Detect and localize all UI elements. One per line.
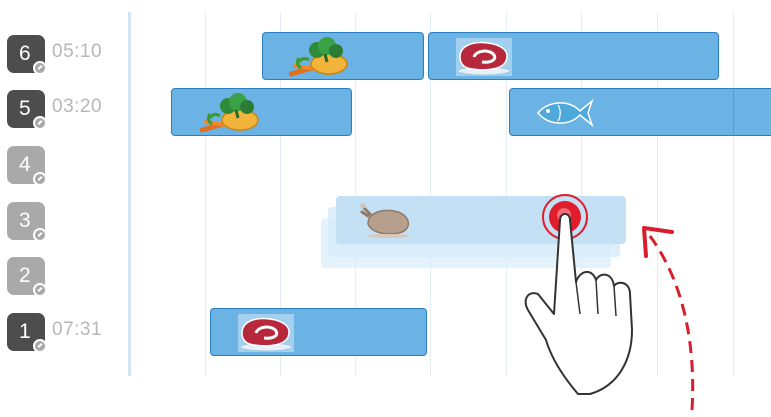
vegetables-icon: [200, 93, 259, 133]
row-label-4[interactable]: 4: [7, 146, 127, 186]
timeline-axis: [128, 12, 131, 376]
grid-line: [280, 12, 281, 376]
row-time: 03:20: [52, 96, 103, 117]
meat-icon: [238, 314, 294, 352]
program-bar-vegetables[interactable]: [262, 32, 424, 80]
grid-line: [733, 88, 734, 136]
row-label-3[interactable]: 3: [7, 202, 127, 242]
program-bar-meat[interactable]: [210, 308, 427, 356]
grid-line: [581, 12, 582, 376]
grid-line: [657, 12, 658, 376]
program-bar-fish[interactable]: [509, 88, 771, 136]
row-label-2[interactable]: 2: [7, 257, 127, 297]
clock-icon: [33, 116, 47, 130]
grid-line: [355, 12, 356, 376]
grid-line: [733, 12, 734, 376]
row-label-6[interactable]: 6 05:10: [7, 35, 127, 75]
program-bar-meat[interactable]: [428, 32, 719, 80]
grid-line: [205, 12, 206, 376]
vegetables-icon: [289, 37, 348, 77]
clock-icon: [33, 228, 47, 242]
row-time: 07:31: [52, 319, 103, 340]
clock-icon: [33, 61, 47, 75]
program-bar-vegetables[interactable]: [171, 88, 352, 136]
hand-pointer-icon: [524, 194, 633, 395]
clock-icon: [33, 283, 47, 297]
chicken-icon: [360, 203, 410, 238]
clock-icon: [33, 172, 47, 186]
meat-icon: [456, 38, 512, 76]
row-time: 05:10: [52, 41, 103, 62]
grid-line: [506, 12, 507, 376]
drag-up-arrow-icon: [642, 226, 695, 411]
fish-icon: [537, 98, 594, 128]
grid-line: [430, 12, 431, 376]
row-label-5[interactable]: 5 03:20: [7, 90, 127, 130]
row-label-1[interactable]: 1 07:31: [7, 313, 127, 353]
clock-icon: [33, 339, 47, 353]
